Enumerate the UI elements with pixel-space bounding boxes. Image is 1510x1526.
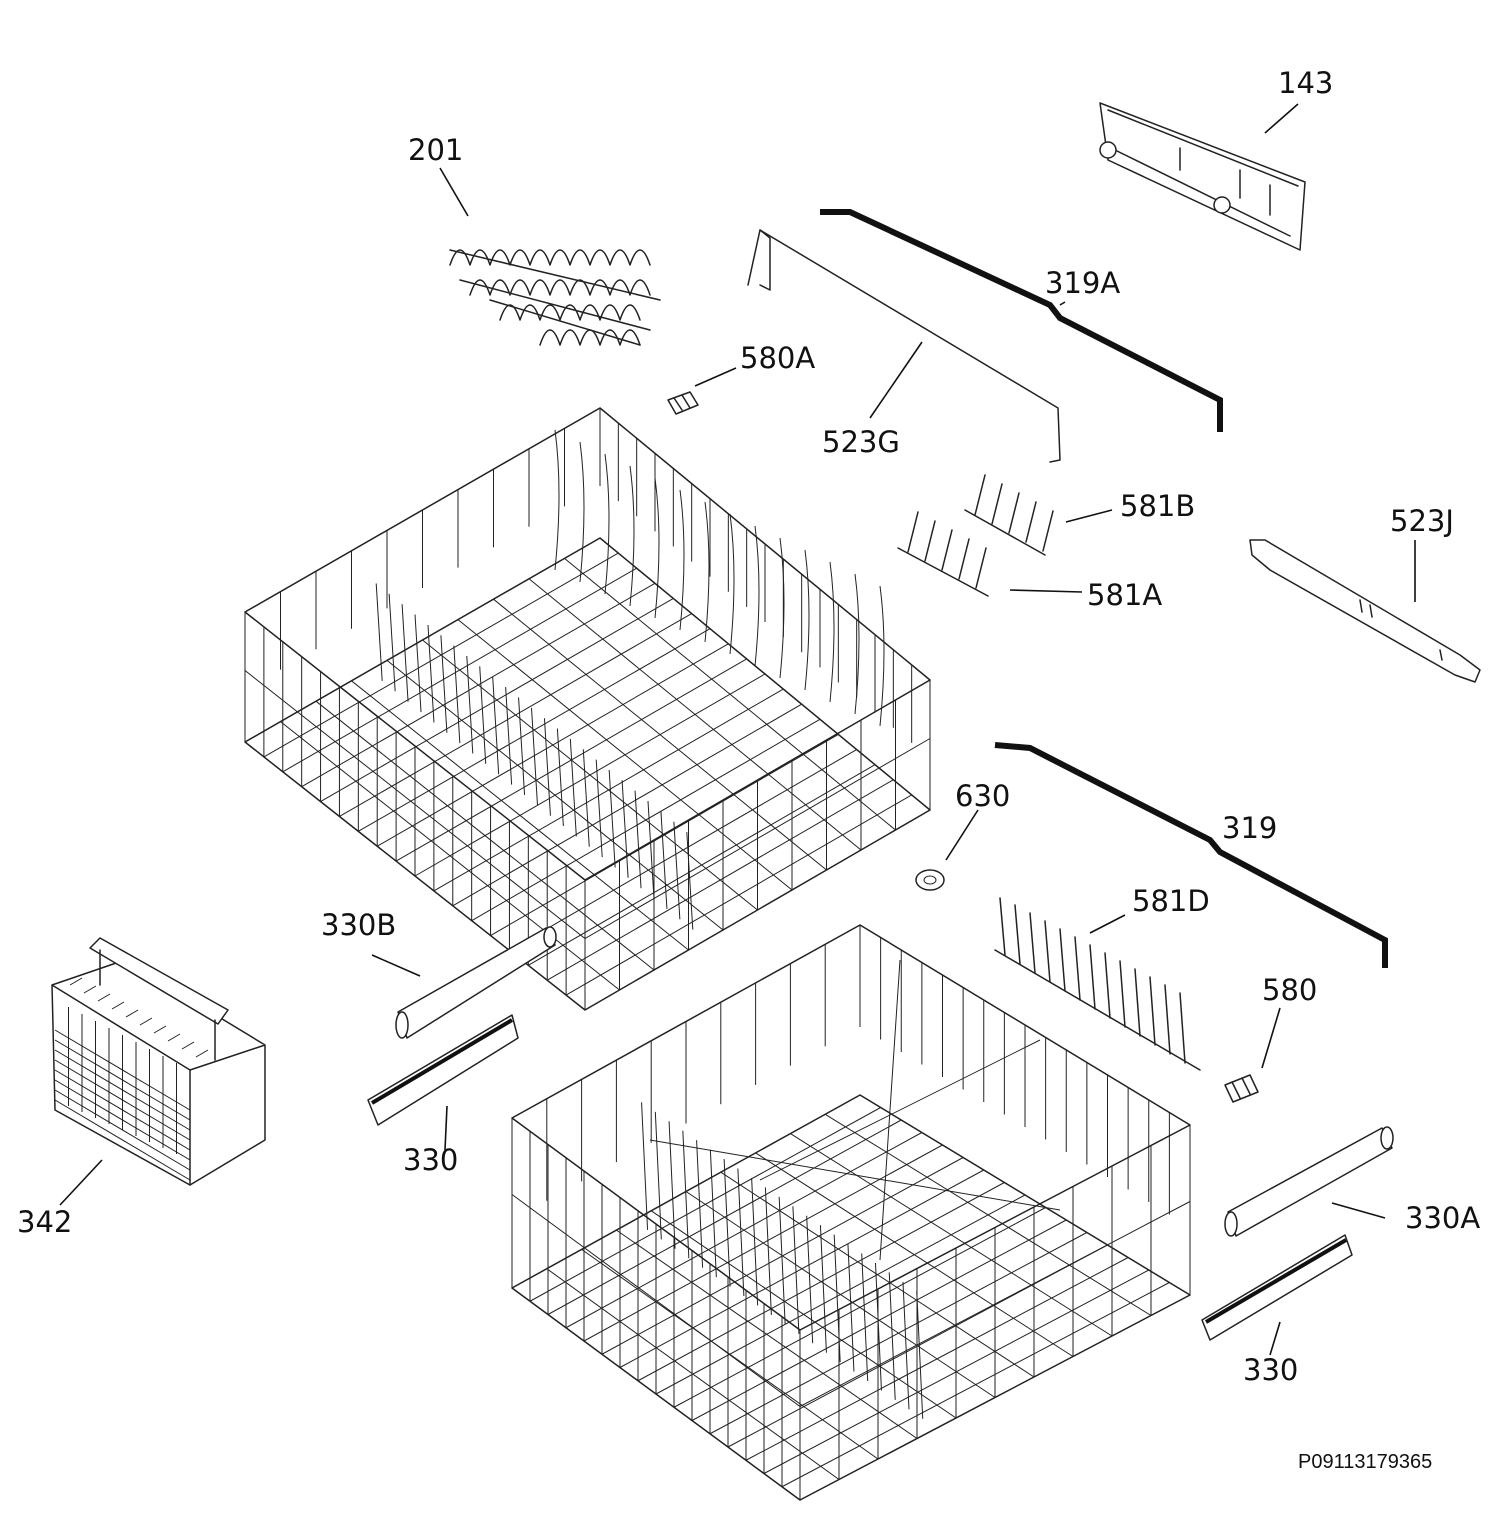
label-330B: 330B: [321, 908, 396, 942]
upper-basket: [244, 407, 931, 1011]
label-581B: 581B: [1120, 489, 1195, 523]
drawing-code: P09113179365: [1298, 1451, 1432, 1473]
part-319-strip: [994, 742, 1388, 968]
label-319: 319: [1222, 811, 1277, 845]
part-342-cutlery-basket: [51, 937, 266, 1186]
label-201: 201: [408, 133, 463, 167]
part-143-rail-bracket: [1099, 102, 1306, 251]
label-580: 580: [1262, 973, 1317, 1007]
lower-basket: [511, 924, 1191, 1501]
part-330B-rail-cover: [395, 926, 557, 1039]
label-523G: 523G: [822, 425, 900, 459]
part-330A-rail-cover: [1224, 1126, 1394, 1237]
label-630: 630: [955, 779, 1010, 813]
label-580A: 580A: [740, 341, 815, 375]
label-342: 342: [17, 1205, 72, 1239]
part-330-rail-left: [367, 1014, 519, 1126]
label-319A: 319A: [1045, 266, 1120, 300]
part-580-stopper: [1224, 1074, 1259, 1103]
label-330-right: 330: [1243, 1353, 1298, 1387]
part-523J-rail: [1249, 539, 1481, 683]
label-330A: 330A: [1405, 1201, 1480, 1235]
part-581D-tine-rack: [994, 897, 1201, 1071]
part-581B-tine-rack: [964, 474, 1054, 556]
label-330-left: 330: [403, 1143, 458, 1177]
label-581A: 581A: [1087, 578, 1162, 612]
label-143: 143: [1278, 66, 1333, 100]
part-201-clips: [449, 249, 661, 346]
part-580A-stopper: [667, 391, 699, 415]
part-523G-handle: [747, 229, 1061, 463]
part-330-rail-right: [1201, 1234, 1353, 1341]
label-581D: 581D: [1132, 884, 1210, 918]
label-523J: 523J: [1390, 504, 1454, 538]
part-630-wheel: [915, 869, 945, 891]
part-581A-tine-rack: [897, 511, 989, 597]
part-319A-strip: [820, 209, 1223, 432]
part-labels: 143 201 319A 580A 523G 581B 523J 581A 63…: [17, 66, 1480, 1473]
leader-lines: [59, 103, 1416, 1356]
